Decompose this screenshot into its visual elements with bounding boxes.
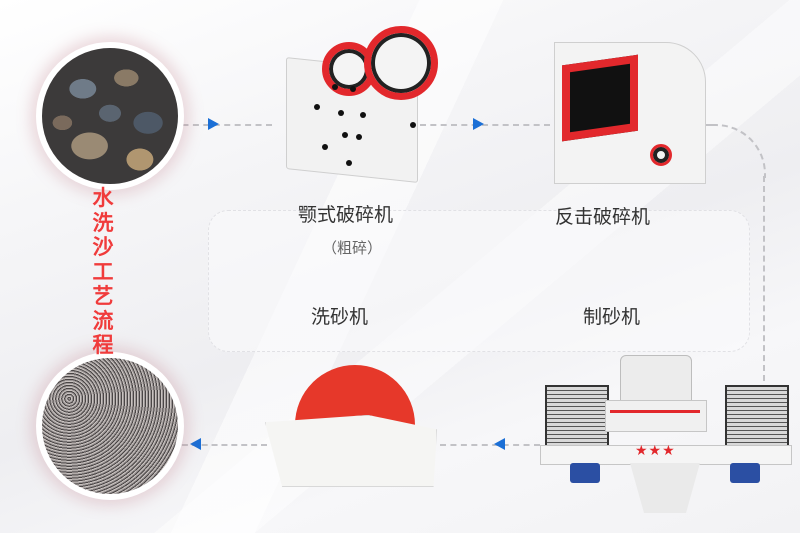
vsi-discharge [630,463,700,513]
raw-rock-image [36,42,184,190]
connector-impact-to-vsi [763,176,765,381]
connector-vsi-to-washer [440,444,540,446]
vsi-crushing-chamber [605,400,707,432]
arrow-left-icon [190,438,201,450]
guard-cage [545,385,609,449]
sand-maker-label: 制砂机 [583,306,641,328]
title-char: 沙 [92,235,114,259]
sand-washer-image [255,355,445,490]
connector-washer-to-sand [172,444,267,446]
vsi-feed-hopper [620,355,692,402]
arrow-left-icon [494,438,505,450]
jaw-crusher-note: （粗碎） [322,239,383,257]
process-title: 水 洗 沙 工 艺 流 程 [88,186,118,358]
accent-stripe [610,410,700,413]
motor [730,463,760,483]
motor [570,463,600,483]
star-badge-icon: ★★★ [635,443,676,459]
arrow-right-icon [208,118,219,130]
title-char: 流 [92,308,114,333]
pulley-icon [650,144,672,166]
title-char: 水 [92,186,114,210]
impact-crusher-image [540,14,720,189]
sand-washer-label: 洗砂机 [311,306,369,328]
sand-maker-image: ★★★ [540,345,792,520]
connector-curve [712,124,766,178]
title-char: 工 [92,259,114,284]
title-char: 艺 [92,284,114,308]
title-char: 程 [92,333,114,357]
finished-sand-image [36,352,184,500]
arrow-right-icon [473,118,484,130]
connector-jaw-to-impact [420,124,550,126]
jaw-crusher-label: 颚式破碎机 [298,204,394,226]
flywheel-icon [364,26,438,100]
connector-rock-to-jaw [172,124,272,126]
guard-cage [725,385,789,449]
impact-crusher-label: 反击破碎机 [555,206,651,228]
washer-tank [265,415,437,487]
title-char: 洗 [92,210,114,235]
impact-crusher-panel [562,54,638,142]
center-frame [208,210,750,352]
jaw-crusher-image [272,14,442,184]
